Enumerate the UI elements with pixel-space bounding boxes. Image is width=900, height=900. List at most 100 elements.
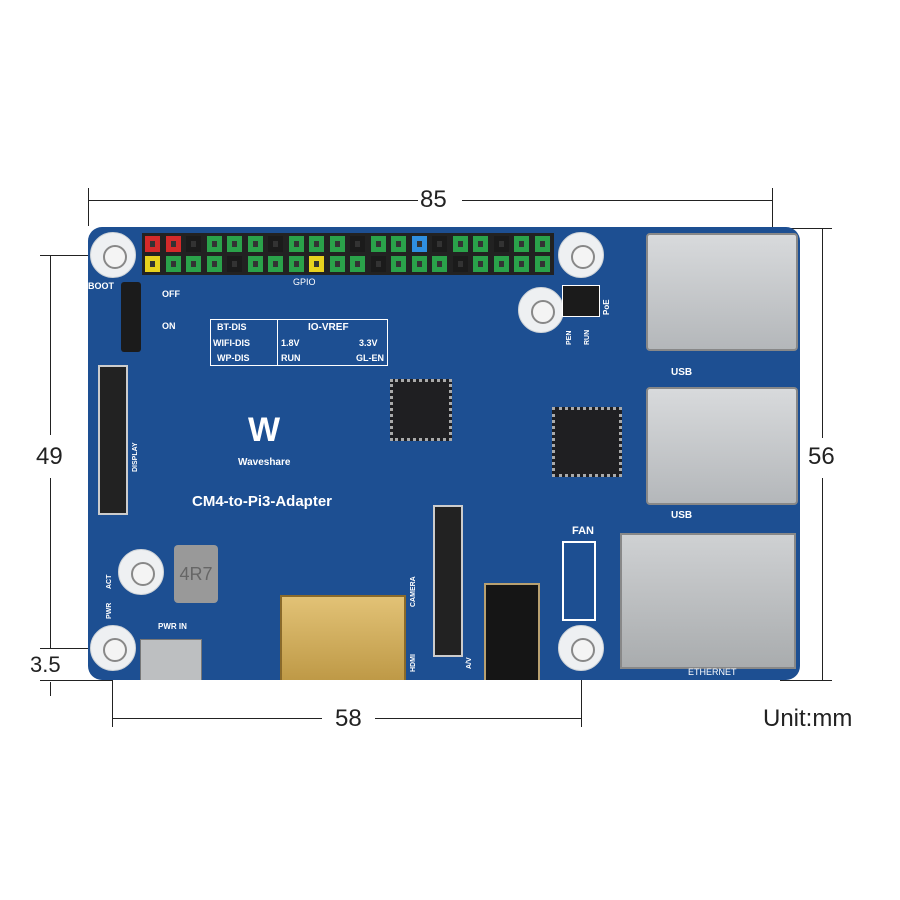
dim-tick bbox=[780, 680, 832, 681]
gpio-pin bbox=[492, 255, 510, 273]
gpio-pin bbox=[533, 235, 551, 253]
board-name: CM4-to-Pi3-Adapter bbox=[192, 493, 333, 510]
poe-header bbox=[562, 285, 600, 317]
dim-85-label: 85 bbox=[420, 186, 447, 213]
dim-tick bbox=[581, 655, 582, 727]
gpio-pin bbox=[144, 255, 161, 273]
usb-port-top[interactable] bbox=[646, 233, 798, 351]
usb-hub-chip bbox=[390, 379, 452, 441]
mount-hole bbox=[90, 625, 136, 671]
dim-56-line bbox=[822, 228, 823, 438]
gpio-pin bbox=[308, 255, 325, 273]
pen-label: PEN bbox=[566, 330, 573, 345]
gpio-pin bbox=[287, 235, 305, 253]
gpio-pin bbox=[349, 255, 366, 273]
gpio-pin bbox=[246, 255, 264, 273]
divider bbox=[277, 320, 278, 365]
gpio-pin bbox=[431, 235, 448, 253]
gpio-pin bbox=[390, 255, 407, 273]
gpio-pin bbox=[267, 235, 284, 253]
dim-49-line bbox=[50, 478, 51, 648]
mount-hole bbox=[118, 549, 164, 595]
ethernet-label: ETHERNET bbox=[688, 667, 737, 677]
dim-58-line bbox=[375, 718, 581, 719]
v33-label: 3.3V bbox=[359, 338, 378, 348]
ethernet-port[interactable] bbox=[620, 533, 796, 669]
dim-49-label: 49 bbox=[36, 443, 63, 470]
boot-label: BOOT bbox=[88, 281, 114, 291]
dim-tick bbox=[112, 655, 113, 727]
gpio-pin bbox=[164, 255, 182, 273]
dim-56-label: 56 bbox=[808, 443, 835, 470]
gpio-pin bbox=[349, 235, 366, 253]
gpio-pin bbox=[472, 255, 489, 273]
run-label: RUN bbox=[281, 353, 301, 363]
wifi-dis-label: WIFI-DIS bbox=[213, 338, 250, 348]
gpio-label: GPIO bbox=[293, 277, 316, 287]
gpio-pin bbox=[328, 255, 346, 273]
gpio-pin bbox=[164, 235, 182, 253]
gpio-pin bbox=[513, 235, 530, 253]
usb-port-bottom[interactable] bbox=[646, 387, 798, 505]
camera-label: CAMERA bbox=[410, 576, 417, 607]
dim-tick bbox=[40, 680, 112, 681]
mount-hole bbox=[518, 287, 564, 333]
inductor: 4R7 bbox=[174, 545, 218, 603]
mount-hole bbox=[558, 232, 604, 278]
gpio-pin bbox=[205, 255, 223, 273]
boot-off-label: OFF bbox=[162, 289, 180, 299]
micro-usb-power-port[interactable] bbox=[140, 639, 202, 680]
camera-connector[interactable] bbox=[433, 505, 463, 657]
ethernet-chip bbox=[552, 407, 622, 477]
gpio-pin bbox=[410, 255, 428, 273]
config-box: BT-DIS WIFI-DIS WP-DIS IO-VREF 1.8V 3.3V… bbox=[210, 319, 388, 366]
dim-tick bbox=[40, 255, 112, 256]
gpio-pin bbox=[226, 235, 243, 253]
pcb-board: GPIO BOOT OFF ON BT-DIS WIFI-DIS WP-DIS … bbox=[88, 227, 800, 680]
act-led-label: ACT bbox=[106, 574, 113, 589]
gpio-pin bbox=[492, 235, 510, 253]
dim-58-line bbox=[112, 718, 322, 719]
gpio-pin bbox=[246, 235, 264, 253]
usb-label-top: USB bbox=[671, 367, 693, 378]
gpio-pin bbox=[369, 235, 387, 253]
gpio-pin bbox=[185, 255, 202, 273]
av-jack[interactable] bbox=[484, 583, 540, 680]
display-connector[interactable] bbox=[98, 365, 128, 515]
usb-label-bottom: USB bbox=[671, 510, 693, 521]
gpio-pin bbox=[185, 235, 202, 253]
brand-label: Waveshare bbox=[238, 457, 291, 468]
dim-tick bbox=[88, 188, 89, 226]
run-pad-label: RUN bbox=[584, 329, 591, 345]
gpio-pin bbox=[328, 235, 346, 253]
gpio-pin bbox=[226, 255, 243, 273]
dim-85-line bbox=[462, 200, 772, 201]
io-vref-label: IO-VREF bbox=[308, 322, 349, 333]
dim-49-line bbox=[50, 255, 51, 435]
gpio-pin bbox=[533, 255, 551, 273]
gpio-pin bbox=[369, 255, 387, 273]
gpio-header bbox=[142, 233, 554, 275]
boot-on-label: ON bbox=[162, 321, 176, 331]
dim-tick bbox=[772, 188, 773, 238]
gl-en-label: GL-EN bbox=[356, 353, 384, 363]
dim-56-line bbox=[822, 478, 823, 680]
gpio-pin bbox=[267, 255, 284, 273]
waveshare-logo: W bbox=[248, 411, 281, 449]
gpio-pin bbox=[451, 235, 469, 253]
hdmi-port[interactable] bbox=[280, 595, 406, 680]
gpio-pin bbox=[431, 255, 448, 273]
gpio-pin bbox=[513, 255, 530, 273]
gpio-pin bbox=[144, 235, 161, 253]
mount-hole bbox=[90, 232, 136, 278]
boot-switch[interactable] bbox=[121, 282, 141, 352]
fan-label: FAN bbox=[572, 525, 594, 537]
dim-tick bbox=[40, 648, 112, 649]
dim-tick bbox=[780, 228, 832, 229]
v18-label: 1.8V bbox=[281, 338, 300, 348]
unit-label: Unit:mm bbox=[763, 705, 853, 732]
wp-dis-label: WP-DIS bbox=[217, 353, 250, 363]
gpio-pin bbox=[287, 255, 305, 273]
gpio-pin bbox=[410, 235, 428, 253]
hdmi-label: HDMI bbox=[410, 654, 417, 672]
